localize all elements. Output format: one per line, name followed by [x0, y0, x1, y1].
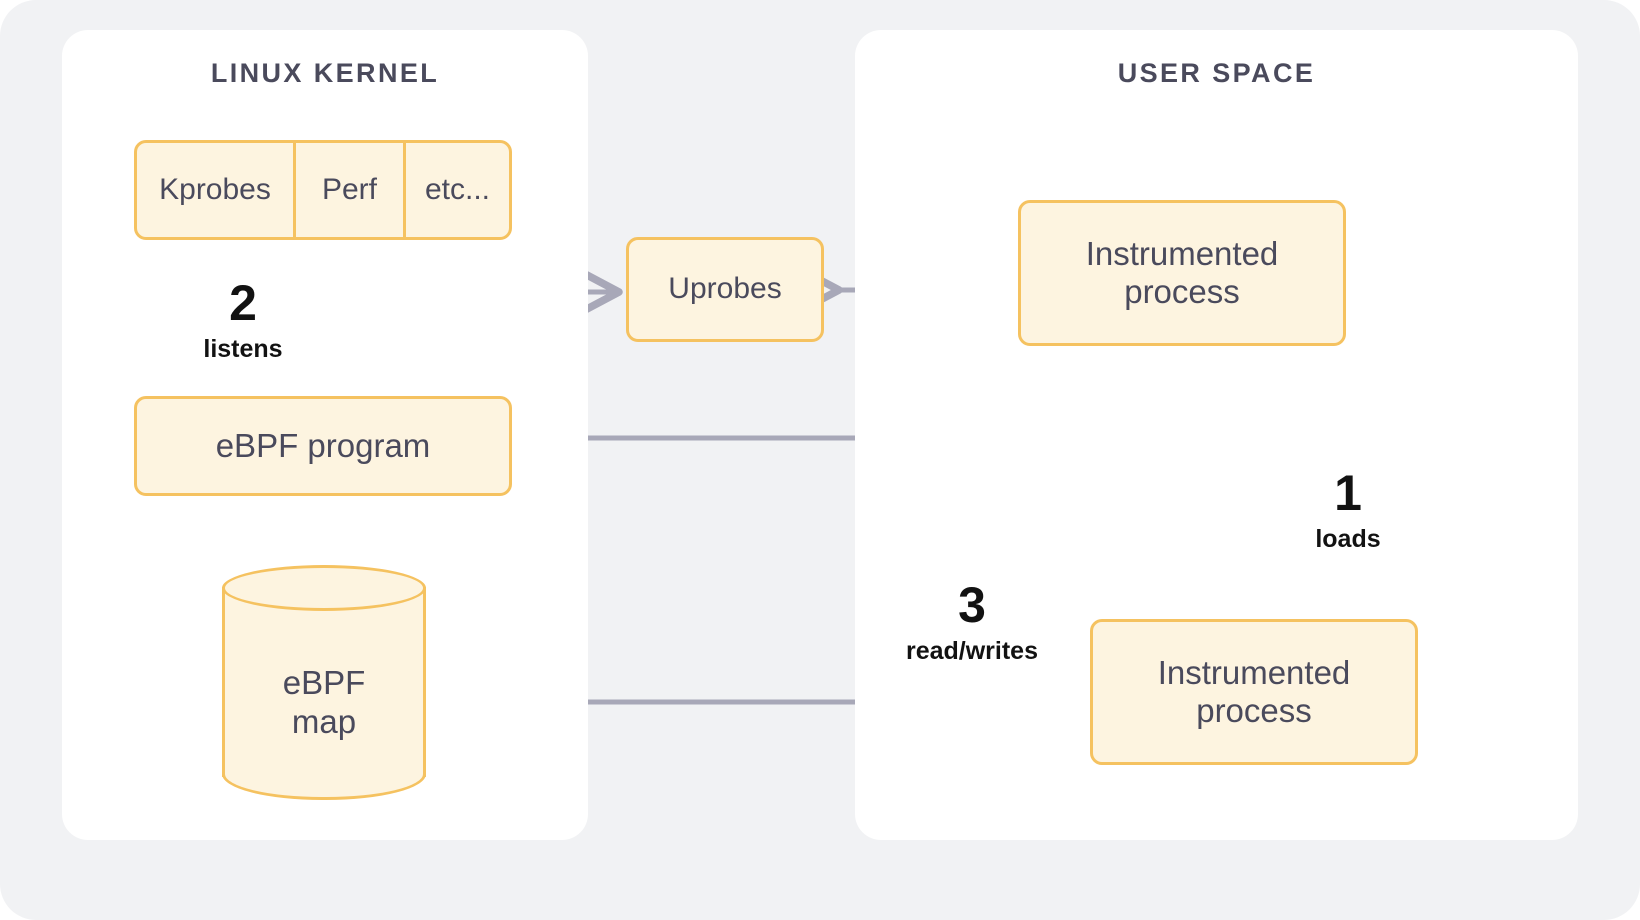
node-ebpf-map-line1: eBPF — [282, 664, 366, 702]
node-uprobes[interactable]: Uprobes — [626, 237, 824, 342]
node-instrumented-process-bottom-line2: process — [1196, 692, 1312, 729]
step-1-number: 1 — [1334, 465, 1362, 521]
node-kernel-probes[interactable]: Kprobes Perf etc... — [134, 140, 512, 240]
probe-cell-kprobes[interactable]: Kprobes — [159, 172, 271, 206]
node-ebpf-map-label: eBPF map — [222, 623, 426, 783]
cylinder-side-left — [222, 587, 225, 777]
cylinder-top-ellipse — [222, 565, 426, 611]
node-ebpf-map[interactable]: eBPF map — [222, 565, 426, 800]
node-instrumented-process-top-line2: process — [1124, 273, 1240, 310]
node-instrumented-process-bottom-line1: Instrumented — [1157, 653, 1351, 691]
probe-cell-perf[interactable]: Perf — [293, 143, 403, 237]
step-label-1: 1 loads — [1288, 468, 1408, 552]
node-ebpf-program[interactable]: eBPF program — [134, 396, 512, 496]
step-3-number: 3 — [958, 577, 986, 633]
panel-title-user-space: USER SPACE — [1117, 58, 1316, 88]
node-ebpf-map-line2: map — [291, 703, 357, 740]
step-1-caption: loads — [1315, 525, 1381, 553]
node-instrumented-process-bottom[interactable]: Instrumented process — [1090, 619, 1418, 765]
node-instrumented-process-top[interactable]: Instrumented process — [1018, 200, 1346, 346]
step-3-caption: read/writes — [905, 637, 1038, 665]
panel-title-linux-kernel: LINUX KERNEL — [210, 58, 440, 88]
step-2-number: 2 — [229, 275, 257, 331]
step-label-2: 2 listens — [178, 278, 308, 362]
step-2-caption: listens — [203, 335, 283, 363]
probe-cell-etc[interactable]: etc... — [403, 143, 509, 237]
cylinder-side-right — [423, 587, 426, 777]
step-label-3: 3 read/writes — [878, 580, 1066, 664]
node-instrumented-process-top-line1: Instrumented — [1085, 234, 1279, 272]
